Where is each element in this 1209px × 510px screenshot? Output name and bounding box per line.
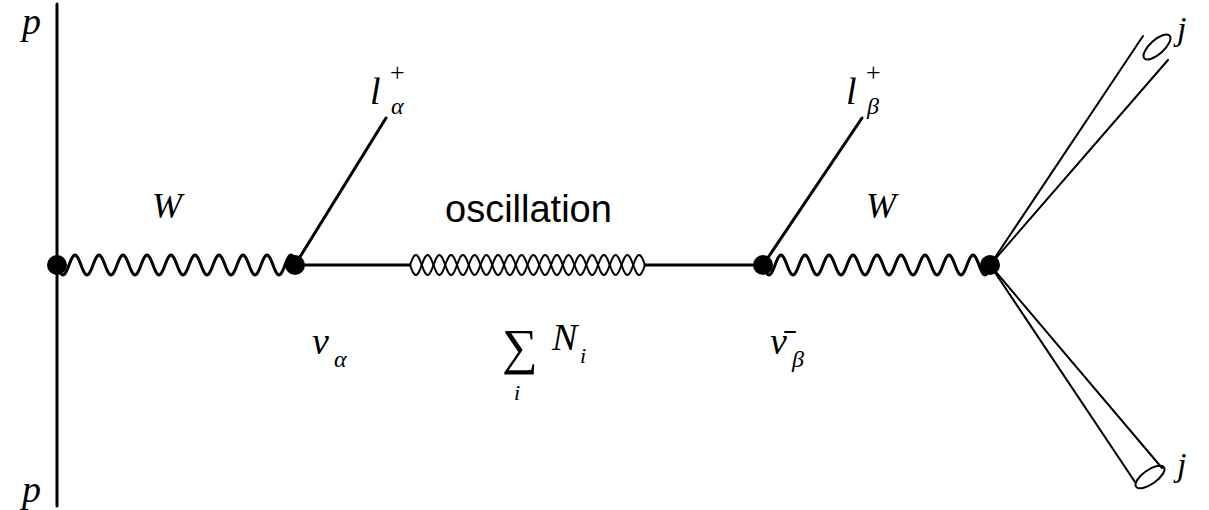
antineutrino-line bbox=[645, 264, 763, 267]
lepton-line bbox=[763, 118, 862, 265]
jet-cone bbox=[990, 60, 1168, 265]
flavour-subscript: α bbox=[334, 347, 347, 371]
oscillation-wave bbox=[410, 255, 645, 275]
vertex-dot bbox=[47, 255, 67, 275]
jet-cone bbox=[990, 265, 1135, 482]
particle-label: p bbox=[22, 470, 41, 508]
process-label: oscillation bbox=[445, 190, 612, 228]
flavour-subscript: β bbox=[867, 94, 879, 118]
jet-cone bbox=[990, 36, 1143, 265]
charge-superscript: + bbox=[390, 60, 405, 86]
flavour-subscript: β bbox=[792, 347, 804, 371]
boson-label: W bbox=[866, 188, 896, 224]
lepton-label: l bbox=[370, 72, 381, 110]
w-boson-wave bbox=[57, 255, 295, 275]
neutrino-label: N bbox=[552, 318, 577, 356]
charge-superscript: + bbox=[866, 60, 881, 86]
vertex-dot bbox=[285, 255, 305, 275]
sum-symbol: ∑ bbox=[502, 322, 538, 372]
lepton-line bbox=[295, 118, 386, 265]
flavour-subscript: α bbox=[391, 94, 404, 118]
jet-cone-end bbox=[1132, 462, 1168, 493]
neutrino-line bbox=[295, 264, 410, 267]
particle-label: p bbox=[22, 2, 41, 40]
jet-label: j bbox=[1177, 448, 1186, 482]
vertex-dot bbox=[753, 255, 773, 275]
sum-index: i bbox=[514, 382, 520, 404]
antineutrino-label: ν̄ bbox=[770, 322, 787, 360]
lepton-label: l bbox=[846, 72, 857, 110]
jet-label: j bbox=[1177, 12, 1186, 46]
jet-cone-end bbox=[1140, 30, 1175, 63]
neutrino-label: ν bbox=[312, 322, 329, 360]
boson-label: W bbox=[152, 188, 182, 224]
w-boson-wave bbox=[763, 255, 990, 275]
mass-index: i bbox=[580, 345, 586, 367]
jet-cone bbox=[990, 265, 1162, 468]
vertex-dot bbox=[980, 255, 1000, 275]
oscillation-wave bbox=[410, 255, 645, 275]
